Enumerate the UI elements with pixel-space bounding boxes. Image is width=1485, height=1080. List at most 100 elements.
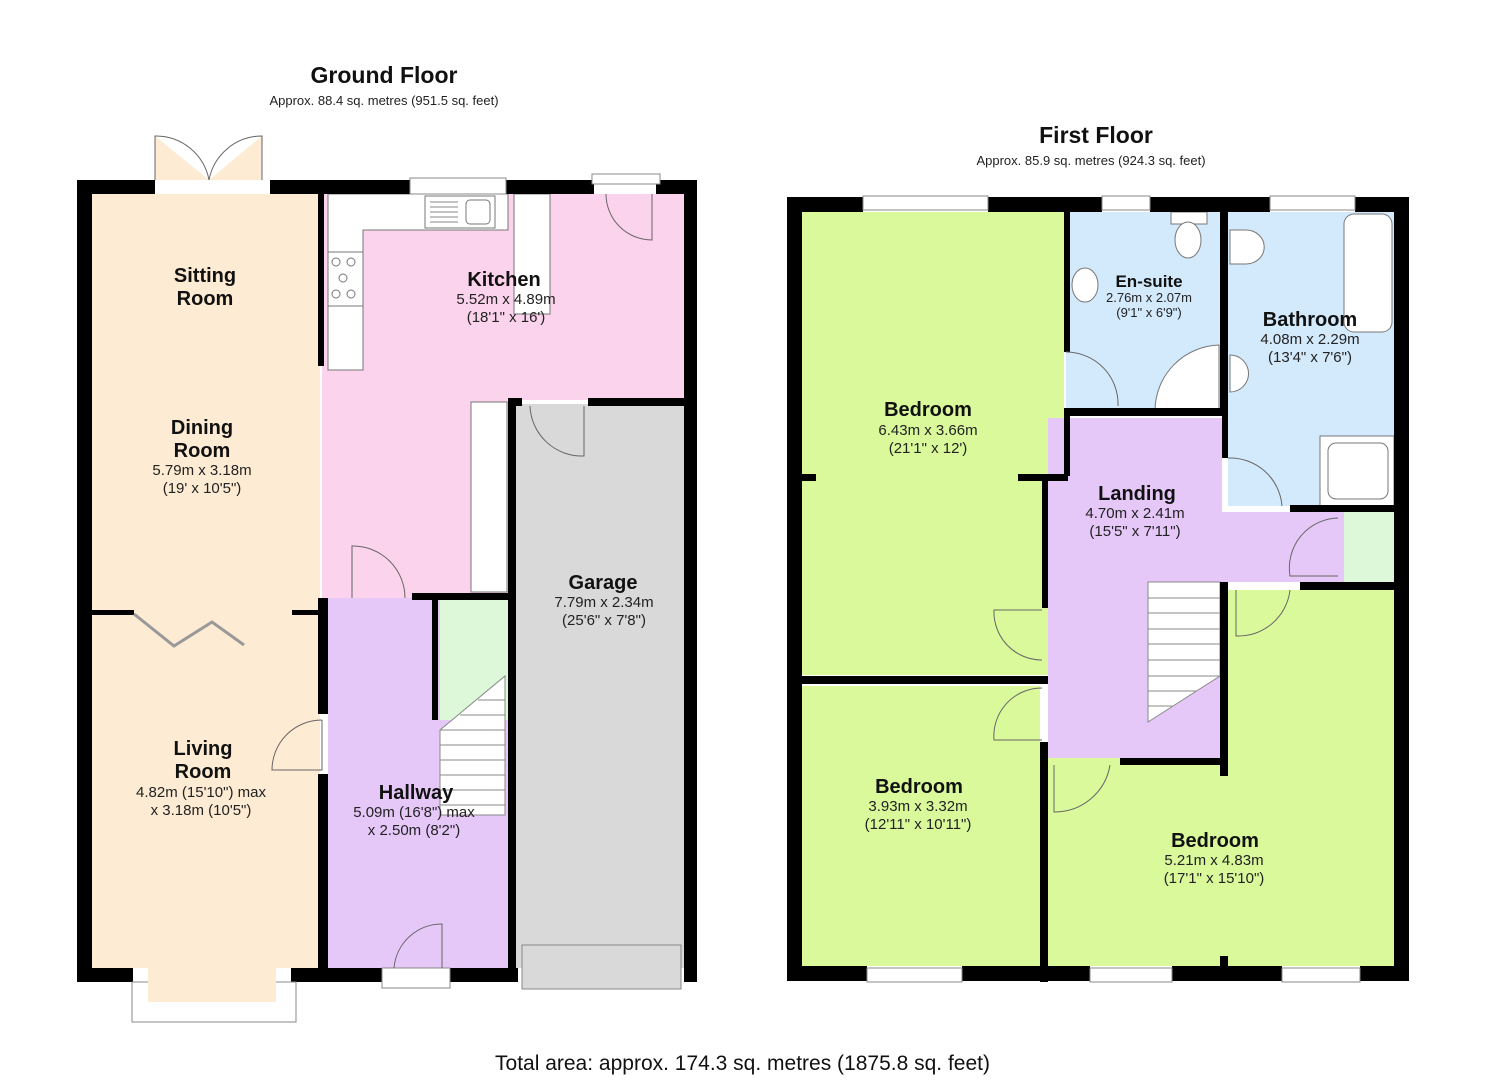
wall: [1042, 474, 1048, 608]
bathroom-toilet-icon: [1229, 229, 1265, 265]
shower-icon: [1327, 442, 1389, 500]
wall: [1300, 582, 1394, 590]
hob-ring-icon: [346, 289, 356, 299]
bathroom-label: Bathroom: [1263, 309, 1357, 331]
bathroom-basin-icon: [1229, 354, 1249, 393]
kitchen-label: Kitchen: [467, 269, 540, 291]
bedroom-1-fill: [802, 212, 1064, 675]
en-suite-basin-icon: [1071, 267, 1099, 303]
dining-room-dim-ft: (19' x 10'5"): [163, 480, 242, 497]
landing-ext-fill: [1222, 512, 1344, 582]
hob-ring-icon: [346, 257, 356, 267]
french-door-bump-fill: [155, 136, 262, 180]
wall: [1120, 758, 1222, 765]
wall: [988, 197, 1102, 212]
sitting-dining-living-fill: [92, 194, 320, 968]
en-suite-dim-m: 2.76m x 2.07m: [1106, 290, 1192, 305]
bedroom-2-label: Bedroom: [875, 776, 963, 798]
bedroom-3-dim-ft: (17'1" x 15'10"): [1164, 870, 1265, 887]
wall: [448, 968, 518, 982]
cupboard-fill: [1344, 512, 1394, 582]
ground-floor-plan: Sitting Room Dining Room 5.79m x 3.18m (…: [77, 135, 697, 1023]
french-door-right: [208, 135, 263, 181]
ground-staircase: [439, 674, 506, 816]
wall: [787, 197, 863, 212]
bedroom-2-door: [993, 687, 1043, 741]
hallway-kitchen-door: [351, 545, 406, 599]
kitchen-back-door: [605, 193, 653, 241]
wall: [684, 180, 697, 982]
wall: [291, 968, 385, 982]
kitchen-dim-m: 5.52m x 4.89m: [456, 291, 555, 308]
wall: [292, 610, 320, 615]
bedroom-2-fill: [802, 686, 1040, 966]
en-suite-door: [1065, 351, 1119, 407]
wall: [1360, 966, 1409, 981]
bedroom-2-dim-m: 3.93m x 3.32m: [868, 798, 967, 815]
bathroom-dim-ft: (13'4" x 7'6"): [1268, 349, 1352, 366]
wall: [787, 966, 867, 981]
wall: [1220, 212, 1228, 412]
bedroom-1-dim-m: 6.43m x 3.66m: [878, 422, 977, 439]
en-suite-label: En-suite: [1115, 272, 1182, 291]
wall: [508, 398, 522, 406]
wall: [432, 598, 438, 720]
wall: [506, 180, 594, 194]
garage-internal-door: [529, 405, 585, 457]
front-door: [393, 923, 443, 969]
ground-floor-area: Approx. 88.4 sq. metres (951.5 sq. feet): [269, 93, 499, 108]
first-floor-title: First Floor: [1039, 122, 1153, 148]
living-room-dim-ft: x 3.18m (10'5"): [151, 802, 252, 819]
wall: [508, 398, 516, 982]
en-suite-toilet-icon: [1174, 221, 1202, 259]
kitchen-dim-ft: (18'1" x 16'): [467, 309, 546, 326]
bedroom-3-dim-m: 5.21m x 4.83m: [1164, 852, 1263, 869]
living-room-label: Living: [174, 738, 233, 760]
garage-fill: [516, 404, 684, 968]
hallway-label: Hallway: [379, 782, 454, 804]
wall: [1064, 212, 1070, 352]
wall: [77, 180, 155, 194]
wall: [318, 194, 324, 366]
hob-ring-icon: [331, 289, 341, 299]
bedroom-2-dim-ft: (12'11" x 10'11"): [865, 816, 972, 833]
wall: [787, 197, 802, 981]
bathroom-dim-m: 4.08m x 2.29m: [1260, 331, 1359, 348]
bedroom-1-door: [993, 609, 1043, 661]
first-floor-plan: Bedroom 6.43m x 3.66m (21'1" x 12') En-s…: [787, 195, 1409, 983]
en-suite-window: [1101, 195, 1151, 211]
hob-ring-icon: [338, 273, 348, 283]
bedroom-3-door-2: [1235, 589, 1291, 637]
living-room-door: [271, 719, 323, 771]
wall: [270, 180, 410, 194]
wall: [318, 774, 328, 982]
sink-drainer-icon: [430, 201, 458, 223]
wall: [1064, 410, 1070, 476]
first-floor-area: Approx. 85.9 sq. metres (924.3 sq. feet): [976, 153, 1206, 168]
sitting-room-label: Sitting: [174, 265, 236, 287]
bedroom-1-label: Bedroom: [884, 399, 972, 421]
bedroom-3-door: [1053, 764, 1111, 813]
living-room-label-2: Room: [175, 761, 232, 783]
dining-room-label-2: Room: [174, 440, 231, 462]
wall: [318, 598, 328, 714]
garage-dim-m: 7.79m x 2.34m: [554, 594, 653, 611]
front-door-threshold: [381, 967, 451, 989]
bedroom-3-window-right: [1281, 967, 1361, 983]
wall: [412, 593, 510, 600]
landing-label: Landing: [1098, 483, 1176, 505]
garage-door: [521, 944, 682, 990]
wall: [77, 968, 133, 982]
kitchen-window: [409, 177, 507, 195]
wall: [1394, 197, 1409, 981]
sitting-room-label-2: Room: [177, 288, 234, 310]
wall: [588, 398, 684, 406]
kitchen-side-unit: [470, 401, 508, 593]
en-suite-dim-ft: (9'1" x 6'9"): [1116, 305, 1182, 320]
living-room-dim-m: 4.82m (15'10") max: [136, 784, 266, 801]
garage-label: Garage: [569, 572, 638, 594]
bath-icon: [1343, 213, 1393, 333]
wall: [1172, 966, 1282, 981]
wall: [1220, 956, 1228, 968]
